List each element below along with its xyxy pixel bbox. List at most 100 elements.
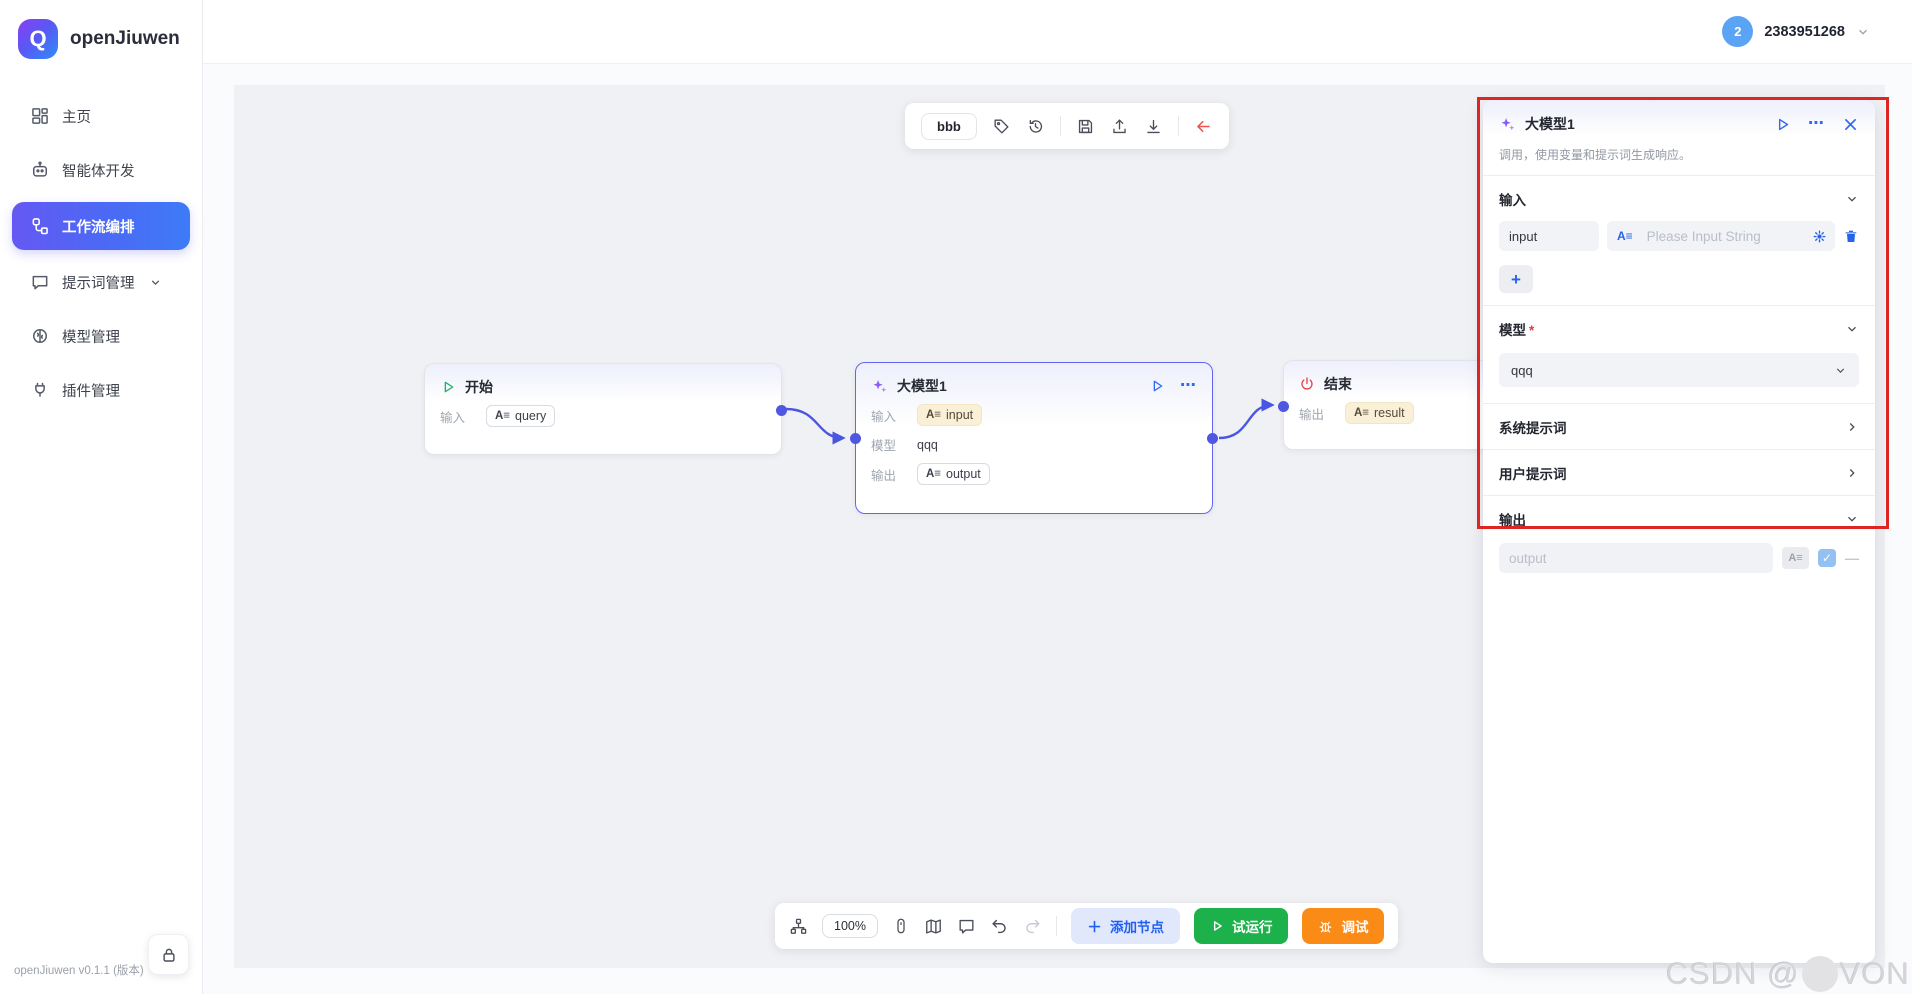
string-type-icon: A≡	[1617, 229, 1633, 243]
download-icon[interactable]	[1144, 117, 1163, 136]
tag-icon[interactable]	[992, 117, 1011, 136]
lock-button[interactable]	[148, 934, 189, 975]
workflow-editor: bbb 开始 输入 A≡	[203, 64, 1912, 994]
debug-button[interactable]: 调试	[1302, 908, 1385, 944]
param-name-field[interactable]	[1499, 221, 1599, 251]
variable-name: query	[515, 409, 547, 423]
remove-output-icon[interactable]: —	[1845, 550, 1859, 566]
app-version-text: openJiuwen v0.1.1 (版本)	[14, 965, 144, 977]
model-section-header[interactable]: 模型*	[1499, 306, 1859, 351]
add-node-label: 添加节点	[1109, 920, 1164, 935]
output-section-header[interactable]: 输出	[1499, 496, 1859, 541]
row-label: 输入	[440, 410, 466, 425]
sparkle-icon	[873, 379, 887, 392]
avatar[interactable]: 2	[1722, 16, 1754, 47]
sidebar-item-home[interactable]: 主页	[12, 94, 190, 138]
user-prompt-section: 用户提示词	[1483, 450, 1875, 495]
output-name-input[interactable]	[1499, 550, 1773, 566]
mouse-icon[interactable]	[892, 917, 910, 935]
model-section: 模型* qqq	[1483, 306, 1875, 387]
input-port[interactable]	[1278, 401, 1289, 412]
run-node-icon[interactable]	[1774, 116, 1791, 133]
variable-tag: A≡ input	[917, 404, 983, 426]
history-icon[interactable]	[1026, 117, 1045, 136]
section-label: 模型*	[1499, 322, 1535, 338]
play-icon	[1213, 921, 1222, 931]
run-node-icon[interactable]	[1149, 378, 1165, 394]
add-node-button[interactable]: 添加节点	[1070, 908, 1180, 944]
toolbar-divider	[1177, 116, 1179, 136]
variable-name: input	[946, 408, 974, 422]
test-run-button[interactable]: 试运行	[1193, 908, 1289, 944]
close-icon[interactable]	[1842, 116, 1859, 133]
redo-icon[interactable]	[1023, 917, 1042, 936]
sidebar-item-agent-dev[interactable]: 智能体开发	[12, 148, 190, 192]
string-type-icon: A≡	[926, 468, 942, 480]
sparkle-icon	[1501, 117, 1515, 130]
system-prompt-section: 系统提示词	[1483, 404, 1875, 449]
input-port[interactable]	[850, 433, 861, 444]
string-type-icon: A≡	[1354, 407, 1370, 419]
node-llm-input-row: 输入 A≡ input	[871, 404, 1197, 426]
sidebar-item-model-mgmt[interactable]: 模型管理	[12, 314, 190, 358]
panel-more-icon[interactable]: ⋯	[1808, 115, 1825, 132]
upload-icon[interactable]	[1110, 117, 1129, 136]
sidebar-item-prompt-mgmt[interactable]: 提示词管理	[12, 260, 190, 304]
save-icon[interactable]	[1076, 117, 1095, 136]
output-name-field[interactable]	[1499, 543, 1773, 573]
input-section: 输入 A≡ +	[1483, 176, 1875, 305]
user-id: 2383951268	[1764, 23, 1845, 40]
watermark-suffix: VON	[1839, 956, 1910, 991]
chevron-down-icon	[151, 279, 159, 285]
row-label: 模型	[871, 439, 897, 453]
chevron-down-icon[interactable]	[1856, 25, 1870, 39]
node-more-icon[interactable]: ⋯	[1180, 377, 1197, 394]
section-label: 输入	[1499, 192, 1526, 208]
dashboard-icon	[32, 108, 48, 124]
comment-icon[interactable]	[957, 917, 976, 936]
sidebar-item-workflow[interactable]: 工作流编排	[12, 202, 190, 250]
add-param-button[interactable]: +	[1499, 265, 1533, 293]
minimap-icon[interactable]	[924, 917, 943, 936]
zoom-level[interactable]: 100%	[822, 914, 878, 938]
user-prompt-header[interactable]: 用户提示词	[1499, 450, 1859, 495]
model-select[interactable]: qqq	[1499, 353, 1859, 387]
chevron-down-icon	[1848, 196, 1856, 202]
back-arrow-icon[interactable]	[1194, 117, 1213, 136]
sidebar-nav: 主页 智能体开发 工作流编排 提示词管理 模型管理 插件管理	[0, 64, 202, 412]
system-prompt-header[interactable]: 系统提示词	[1499, 404, 1859, 449]
sidebar-item-plugin-mgmt[interactable]: 插件管理	[12, 368, 190, 412]
trash-icon[interactable]	[1843, 228, 1859, 244]
brand-name: openJiuwen	[70, 28, 180, 49]
plus-icon	[1088, 920, 1101, 932]
param-name-input[interactable]	[1499, 228, 1599, 244]
input-section-header[interactable]: 输入	[1499, 176, 1859, 221]
node-llm[interactable]: 大模型1 ⋯ 输入 A≡ input 模型 qqq 输出 A≡	[850, 362, 1218, 514]
sidebar: Q openJiuwen 主页 智能体开发 工作流编排 提示词管理 模型管理 插…	[0, 0, 203, 994]
node-llm-header: 大模型1 ⋯	[856, 363, 1212, 402]
section-label: 系统提示词	[1499, 420, 1567, 436]
workflow-icon	[32, 218, 48, 235]
model-value: qqq	[917, 437, 938, 452]
section-divider	[1483, 495, 1875, 496]
param-value-input[interactable]	[1636, 228, 1808, 244]
toolbar-divider	[1059, 116, 1061, 136]
gear-icon[interactable]	[1812, 229, 1827, 244]
power-icon	[1301, 377, 1313, 390]
node-start-header: 开始	[425, 364, 781, 403]
brain-icon	[33, 329, 47, 343]
output-port[interactable]	[1207, 433, 1218, 444]
auto-layout-icon[interactable]	[789, 917, 808, 936]
param-value-field[interactable]: A≡	[1607, 221, 1835, 251]
output-param-row: A≡ ✓ —	[1499, 541, 1859, 589]
row-label: 输出	[1299, 407, 1325, 422]
output-enabled-checkbox[interactable]: ✓	[1818, 549, 1836, 567]
watermark: CSDN @ VON	[1666, 956, 1910, 992]
panel-description: 调用，使用变量和提示词生成响应。	[1483, 144, 1875, 176]
section-label: 输出	[1499, 512, 1526, 528]
workflow-name-button[interactable]: bbb	[921, 112, 977, 140]
output-port[interactable]	[776, 405, 787, 416]
undo-icon[interactable]	[990, 917, 1009, 936]
user-menu[interactable]: 2 2383951268	[1722, 16, 1912, 47]
node-start[interactable]: 开始 输入 A≡ query	[424, 363, 787, 455]
